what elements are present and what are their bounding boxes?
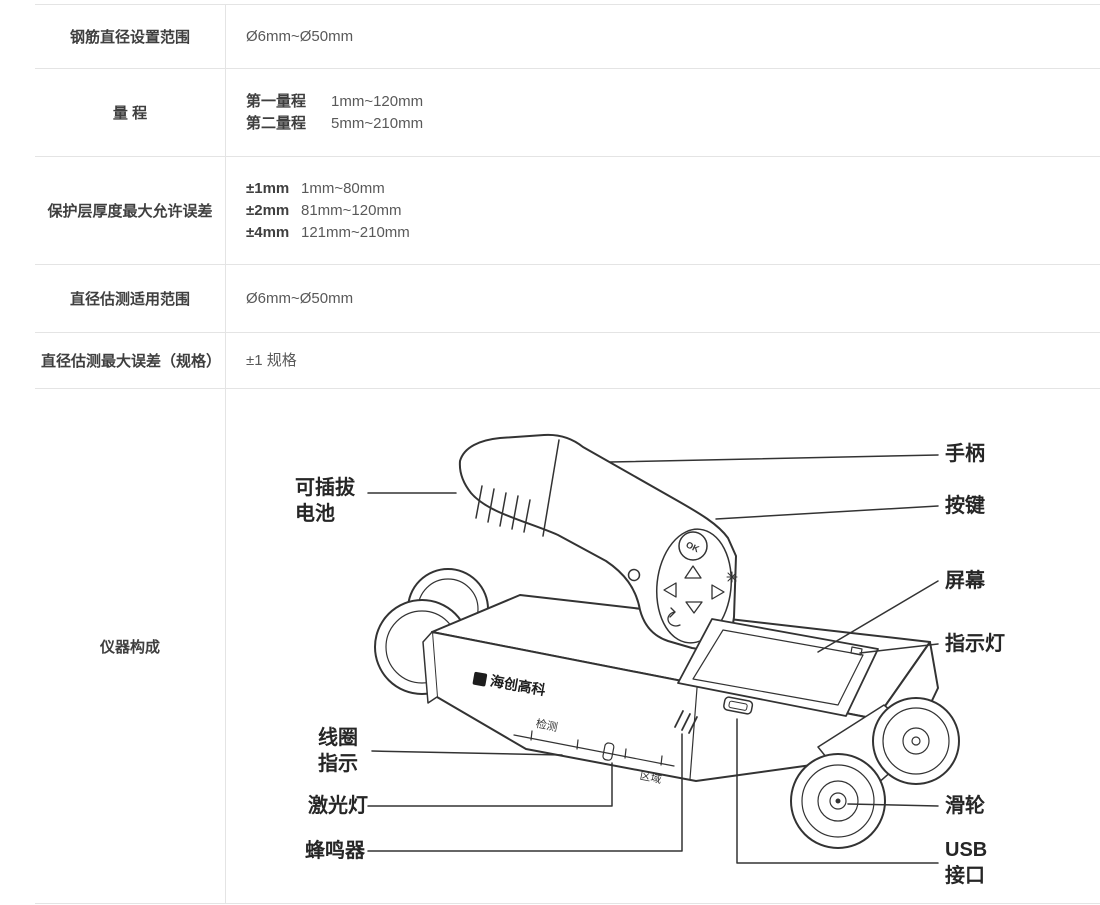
device-screen <box>677 618 879 717</box>
laser-window <box>602 742 615 761</box>
spec-value-line: 第二量程 5mm~210mm <box>246 113 1100 135</box>
handle-hole <box>627 568 641 582</box>
usb-leader-line <box>736 718 939 864</box>
callout-label-buttons: 按键 <box>945 495 985 517</box>
row-label-text: 仪器构成 <box>99 638 160 656</box>
row-value: 第一量程 1mm~120mm 第二量程 5mm~210mm <box>226 69 1100 156</box>
arrow-keys-icon <box>663 565 725 614</box>
power-key-icon <box>726 571 738 583</box>
detect-text: 检测 <box>535 716 559 734</box>
spec-key: ±2mm <box>246 201 290 219</box>
brand-logo-icon <box>472 671 488 687</box>
row-label: 钢筋直径设置范围 <box>35 5 226 68</box>
table-row: 量 程 第一量程 1mm~120mm 第二量程 5mm~210mm <box>35 69 1100 157</box>
spec-text: 1mm~80mm <box>301 179 385 197</box>
device-handle: OK <box>458 433 738 650</box>
area-text: 区域 <box>639 769 663 786</box>
handle-leader-line <box>609 454 939 463</box>
row-label-text: 直径估测最大误差（规格） <box>41 353 222 370</box>
buzzer-leader-line <box>367 733 683 852</box>
row-label-text: 量 程 <box>112 105 148 122</box>
spec-value-line: ±1mm 1mm~80mm <box>246 178 1100 200</box>
spec-key: 第一量程 <box>246 92 307 110</box>
coil-leader-line <box>371 750 563 756</box>
spec-table: 钢筋直径设置范围 Ø6mm~Ø50mm 量 程 第一量程 1mm~120mm 第二… <box>35 4 1100 904</box>
front-wheels <box>790 697 960 849</box>
row-label-text: 保护层厚度最大允许误差 <box>47 203 213 220</box>
battery-divider <box>542 439 560 537</box>
row-label: 直径估测适用范围 <box>35 265 226 332</box>
spec-value-line: ±1 规格 <box>246 350 1100 372</box>
indicator-leader-line <box>859 643 939 654</box>
spec-value-line: 第一量程 1mm~120mm <box>246 91 1100 113</box>
row-label: 保护层厚度最大允许误差 <box>35 157 226 264</box>
spec-key: 第二量程 <box>246 114 307 132</box>
keypad-panel <box>655 528 733 644</box>
ok-button-icon <box>678 531 708 561</box>
battery-grip-lines <box>475 485 531 533</box>
row-value: Ø6mm~Ø50mm <box>226 265 1100 332</box>
callout-label-buzzer: 蜂鸣器 <box>305 840 365 862</box>
device-diagram: OK <box>226 389 1100 903</box>
buzzer-slots <box>674 710 698 734</box>
callout-label-laser: 激光灯 <box>308 795 368 817</box>
row-value: ±1mm 1mm~80mm ±2mm 81mm~120mm ±4mm 121mm~21… <box>226 157 1100 264</box>
table-row: 直径估测适用范围 Ø6mm~Ø50mm <box>35 265 1100 333</box>
usb-port <box>723 696 754 715</box>
spec-text: Ø6mm~Ø50mm <box>246 289 354 307</box>
spec-value-line: Ø6mm~Ø50mm <box>246 288 1100 310</box>
spec-text: Ø6mm~Ø50mm <box>246 27 354 45</box>
detect-area-scale: 检测 区域 <box>513 716 675 786</box>
indicator-light <box>850 646 863 656</box>
device-illustration: OK <box>367 433 960 864</box>
spec-text: 1mm~120mm <box>331 92 424 110</box>
row-value: Ø6mm~Ø50mm <box>226 5 1100 68</box>
laser-leader-line <box>367 762 613 807</box>
wheel-leader-line <box>847 803 939 807</box>
row-label-text: 钢筋直径设置范围 <box>69 29 190 46</box>
buttons-leader-line <box>715 505 939 520</box>
table-row: 保护层厚度最大允许误差 ±1mm 1mm~80mm ±2mm 81mm~120mm … <box>35 157 1100 265</box>
spec-text: 121mm~210mm <box>301 223 410 241</box>
row-label: 量 程 <box>35 69 226 156</box>
spec-value-line: ±4mm 121mm~210mm <box>246 222 1100 244</box>
callout-label-screen: 屏幕 <box>945 570 985 592</box>
spec-value-line: ±2mm 81mm~120mm <box>246 200 1100 222</box>
callout-label-handle: 手柄 <box>945 443 985 465</box>
spec-text: 81mm~120mm <box>301 201 402 219</box>
return-key-icon <box>667 607 681 627</box>
spec-text: 5mm~210mm <box>331 114 424 132</box>
callout-lines <box>367 454 939 864</box>
callout-label-indicator: 指示灯 <box>945 633 1005 655</box>
table-row: 钢筋直径设置范围 Ø6mm~Ø50mm <box>35 5 1100 69</box>
callout-label-wheel: 滑轮 <box>945 795 985 817</box>
table-row: 仪器构成 <box>35 389 1100 904</box>
row-label-text: 直径估测适用范围 <box>69 291 190 308</box>
spec-key: ±1mm <box>246 179 290 197</box>
row-label: 直径估测最大误差（规格） <box>35 333 226 388</box>
screen-leader-line <box>817 580 939 653</box>
spec-key: ±4mm <box>246 223 290 241</box>
spec-value-line: Ø6mm~Ø50mm <box>246 26 1100 48</box>
row-label: 仪器构成 <box>35 389 226 903</box>
table-row: 直径估测最大误差（规格） ±1 规格 <box>35 333 1100 389</box>
callout-label-battery: 可插拔电池 <box>295 477 355 525</box>
spec-text: ±1 规格 <box>246 351 297 369</box>
row-value: ±1 规格 <box>226 333 1100 388</box>
callout-label-coil: 线圈指示 <box>318 727 358 775</box>
